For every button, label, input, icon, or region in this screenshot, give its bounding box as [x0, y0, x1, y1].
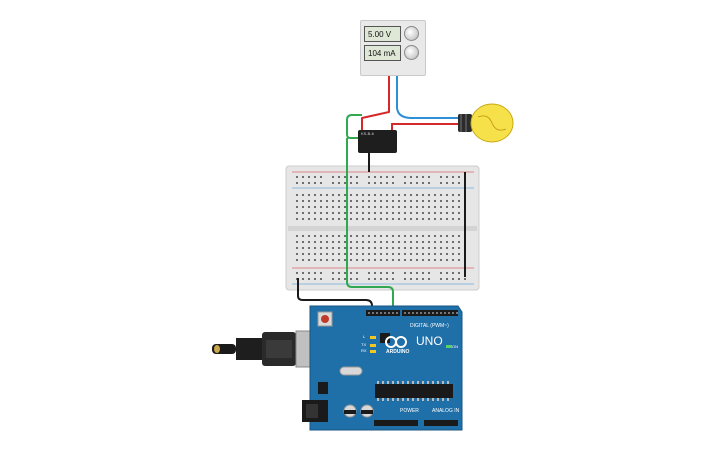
current-display: 104 mA — [364, 45, 401, 61]
arduino-logo — [385, 336, 407, 348]
breadboard-channel — [288, 226, 477, 231]
wire-red-relay-bulb[interactable] — [391, 123, 460, 132]
bulb-base — [458, 114, 472, 132]
wire-green-relay-arduino[interactable] — [346, 114, 394, 312]
led-label-rx: RX — [361, 348, 367, 353]
digital-header-left — [366, 310, 400, 316]
power-supply[interactable]: 5.00 V 104 mA — [360, 20, 426, 76]
led-label-l: L — [363, 334, 366, 339]
arduino-model: UNO — [416, 334, 443, 348]
wire-black-gnd[interactable] — [297, 278, 373, 312]
relay[interactable]: KS-B-6 — [358, 130, 397, 153]
usb-chip — [380, 333, 390, 343]
wire-blue-psu-bulb[interactable] — [396, 66, 460, 119]
current-knob[interactable] — [404, 45, 419, 60]
voltage-knob[interactable] — [404, 26, 419, 41]
atmega-chip — [375, 384, 453, 398]
voltage-regulator — [318, 382, 328, 394]
led-l — [370, 336, 376, 339]
wire-red-psu-relay[interactable] — [361, 66, 390, 132]
breadboard[interactable] — [285, 165, 480, 291]
crystal — [339, 366, 363, 376]
power-label: POWER — [400, 408, 419, 414]
relay-label: KS-B-6 — [361, 131, 374, 136]
arduino-board[interactable] — [212, 305, 463, 431]
led-rx — [370, 350, 376, 353]
arduino-brand: ARDUINO — [386, 349, 410, 355]
analog-header — [424, 420, 458, 426]
led-on — [446, 345, 452, 348]
power-header — [374, 420, 418, 426]
led-label-on: ON — [452, 344, 458, 349]
led-tx — [370, 344, 376, 347]
led-label-tx: TX — [361, 342, 367, 347]
digital-label: DIGITAL (PWM~) — [410, 323, 449, 329]
voltage-display: 5.00 V — [364, 26, 401, 42]
light-bulb[interactable] — [458, 103, 514, 143]
analog-label: ANALOG IN — [432, 408, 460, 414]
